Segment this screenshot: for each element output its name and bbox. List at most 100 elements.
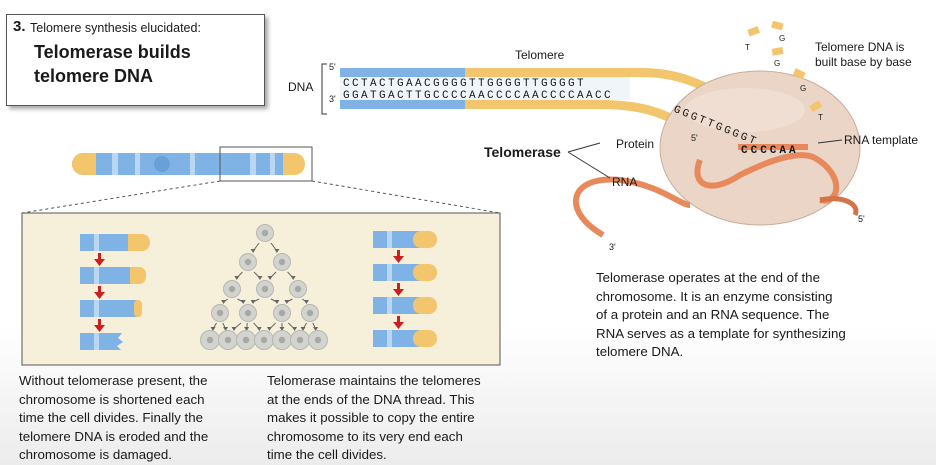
leader-rna — [567, 151, 611, 179]
step-number: 3. — [13, 18, 26, 35]
free-base-g: G — [774, 59, 781, 68]
caption-line: telomere DNA is eroded and the — [19, 428, 209, 444]
division-arrowhead — [274, 300, 280, 304]
caption-line: of a protein and an RNA sequence. The — [596, 307, 830, 323]
division-arrowhead — [221, 300, 227, 304]
caption-line: time the cell divides. Finally the — [19, 410, 204, 426]
caption-line: makes it possible to copy the entire — [267, 410, 475, 426]
caption-line: at the ends of the DNA thread. This — [267, 391, 475, 407]
rna-template-sequence: CCCCAA — [741, 145, 799, 157]
telomere-bottom-strand — [465, 100, 688, 129]
division-arrowhead — [284, 300, 290, 304]
base-pair-zone — [340, 77, 630, 100]
free-base-block — [809, 100, 823, 112]
cell-nucleus — [306, 309, 314, 317]
cell-nucleus — [224, 336, 232, 344]
title-box — [6, 14, 265, 106]
division-arrowhead — [244, 327, 250, 331]
title-main: Telomerase builds telomere DNA — [34, 40, 191, 88]
division-arrowhead — [290, 276, 296, 280]
cell-nucleus — [278, 258, 286, 266]
rna-ribbon-right — [694, 152, 840, 204]
rna-label: RNA — [612, 175, 638, 189]
caption-line: time the cell divides. — [267, 447, 387, 463]
caption-line: Telomerase maintains the telomeres — [267, 373, 481, 388]
caption-middle: Telomerase maintains the telomeres at th… — [267, 372, 481, 465]
note-line-2: built base by base — [815, 55, 912, 69]
protein-highlight — [685, 88, 805, 132]
zoom-line-right — [311, 180, 501, 214]
division-arrowhead — [266, 327, 272, 331]
cell-nucleus — [314, 336, 322, 344]
rna-ribbon-tail — [819, 196, 859, 217]
cell-nucleus — [244, 309, 252, 317]
division-arrowhead — [223, 327, 229, 331]
maintained-arrows — [393, 250, 404, 329]
dna-top-strand-blue — [340, 68, 465, 77]
free-base-g: G — [779, 34, 786, 43]
dna-label: DNA — [288, 80, 314, 94]
division-arrowhead — [313, 327, 319, 331]
cell-nucleus — [242, 336, 250, 344]
free-base-g: G — [800, 84, 807, 93]
caption-line: chromosome to its very end each — [267, 428, 463, 444]
bottom-strand-sequence: GGATGACTTGCCCCAACCCCAACCCCAACC — [343, 90, 614, 102]
rna-template-bar — [738, 144, 808, 150]
free-base-block — [771, 47, 784, 56]
ribbon-three-prime: 3' — [609, 242, 616, 252]
free-base-block — [747, 26, 761, 37]
division-arrowhead — [267, 276, 273, 280]
zoom-box — [219, 146, 313, 182]
division-arrowhead — [292, 327, 298, 331]
maintained-sequence — [373, 231, 437, 347]
dna-three-prime: 3' — [329, 94, 336, 104]
caption-line: Without telomerase present, the — [19, 373, 208, 388]
shortening-sequence — [80, 234, 150, 350]
division-arrowhead — [250, 300, 256, 304]
division-arrowhead — [231, 327, 237, 331]
division-arrowhead — [257, 276, 263, 280]
caption-line: telomere DNA. — [596, 344, 684, 360]
cell-nucleus — [261, 285, 269, 293]
cell-nucleus — [244, 258, 252, 266]
title-line-2: telomere DNA — [34, 66, 154, 86]
cell-nucleus — [294, 285, 302, 293]
cell-division-tree — [200, 224, 328, 350]
title-subtitle: Telomere synthesis elucidated: — [30, 21, 201, 35]
cell-nucleus — [278, 309, 286, 317]
caption-line: chromosome. It is an enzyme consisting — [596, 288, 833, 304]
cell-nucleus — [296, 336, 304, 344]
shortening-arrows — [94, 253, 105, 332]
leader-rna-template — [817, 139, 843, 144]
top-strand-sequence: CCTACTGAACGGGGTTGGGGTTGGGGT — [343, 78, 587, 90]
caption-line: chromosome is shortened each — [19, 391, 205, 407]
dna-bracket — [321, 63, 327, 115]
caption-left: Without telomerase present, the chromoso… — [19, 372, 208, 465]
caption-line: RNA serves as a template for synthesizin… — [596, 325, 846, 341]
division-arrowhead — [303, 300, 309, 304]
rna-ribbon-left — [572, 176, 691, 238]
division-arrowhead — [300, 327, 306, 331]
division-arrowhead — [240, 300, 246, 304]
dna-bottom-strand-blue — [340, 100, 465, 109]
division-arrowhead — [210, 327, 216, 331]
free-base-block — [792, 68, 806, 80]
division-arrowhead — [250, 249, 256, 253]
note-line-1: Telomere DNA is — [815, 40, 905, 54]
cell-nucleus — [260, 336, 268, 344]
cell-nucleus — [261, 229, 269, 237]
ribbon-five-prime: 5' — [858, 214, 865, 224]
rna-template-label: RNA template — [844, 133, 919, 147]
strand-end-five-prime: 5' — [691, 133, 698, 143]
cell-nucleus — [206, 336, 214, 344]
division-arrowhead — [279, 327, 285, 331]
free-base-block — [771, 20, 784, 31]
zoom-line-left — [21, 180, 221, 214]
division-arrowhead — [234, 276, 240, 280]
chromosome — [72, 153, 305, 175]
dna-five-prime: 5' — [329, 62, 336, 72]
cell-nucleus — [228, 285, 236, 293]
division-arrowhead — [256, 327, 262, 331]
leader-protein — [567, 142, 601, 153]
